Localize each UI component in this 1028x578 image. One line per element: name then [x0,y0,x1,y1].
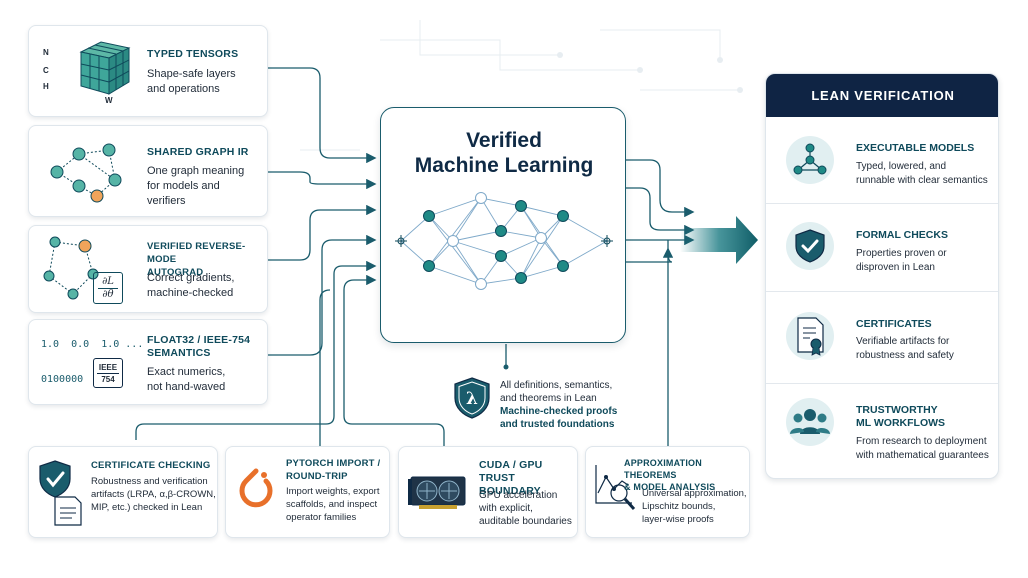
card-title: SHARED GRAPH IR [147,146,249,158]
axis-label-c: C [43,66,49,75]
axis-label-w: W [105,96,113,105]
card-title: TYPED TENSORS [147,48,239,60]
card-title: PYTORCH IMPORT /ROUND-TRIP [286,458,381,482]
neural-network-icon [395,192,613,290]
certificate-icon [797,317,824,356]
card-certificate-checking: CERTIFICATE CHECKING Robustness and veri… [28,446,218,538]
chart-magnifier-icon [595,465,636,511]
svg-text:λ: λ [466,389,478,409]
lambda-shield-icon: λ [454,377,490,419]
card-pytorch-import: PYTORCH IMPORT /ROUND-TRIP Import weight… [225,446,390,538]
card-desc: Universal approximation,Lipschitz bounds… [642,488,747,525]
card-desc: Exact numerics,not hand-waved [147,366,226,393]
card-approximation-theorems: APPROXIMATION THEOREMS& MODEL ANALYSIS U… [585,446,750,538]
gradient-formula-box: ∂L ∂θ [93,272,123,304]
shield-check-document-icon [39,460,82,526]
tensor-cube-icon [79,41,131,95]
shield-check-icon [795,229,825,263]
graph-icon [50,143,122,203]
float-bits-bottom: 0100000 [41,374,84,385]
big-arrow-shape [680,216,758,264]
lean-item-title: FORMAL CHECKS [856,229,948,241]
ieee-chip-icon: IEEE 754 [93,358,123,388]
gpu-card-icon [408,476,466,509]
network-node-icon [793,143,827,175]
lean-panel-header: LEAN VERIFICATION [766,74,998,117]
card-title: APPROXIMATION THEOREMS& MODEL ANALYSIS [624,458,716,492]
card-desc: Correct gradients,machine-checked [147,272,235,299]
card-float32-semantics: 1.0 0.0 1.0 ... 0100000 IEEE 754 FLOAT32… [28,319,268,405]
lean-note: All definitions, semantics, and theorems… [500,380,618,430]
pytorch-icon [239,468,273,508]
axis-label-n: N [43,48,49,57]
axis-label-h: H [43,82,49,91]
lean-verification-panel: LEAN VERIFICATION EXECUTABLE MODELS Type… [765,73,999,479]
lean-item-title: CERTIFICATES [856,318,932,330]
float-bits-top: 1.0 0.0 1.0 ... [41,339,144,350]
lean-item-title: EXECUTABLE MODELS [856,142,975,154]
people-group-icon [790,409,830,434]
card-title: CERTIFICATE CHECKING [91,460,211,471]
